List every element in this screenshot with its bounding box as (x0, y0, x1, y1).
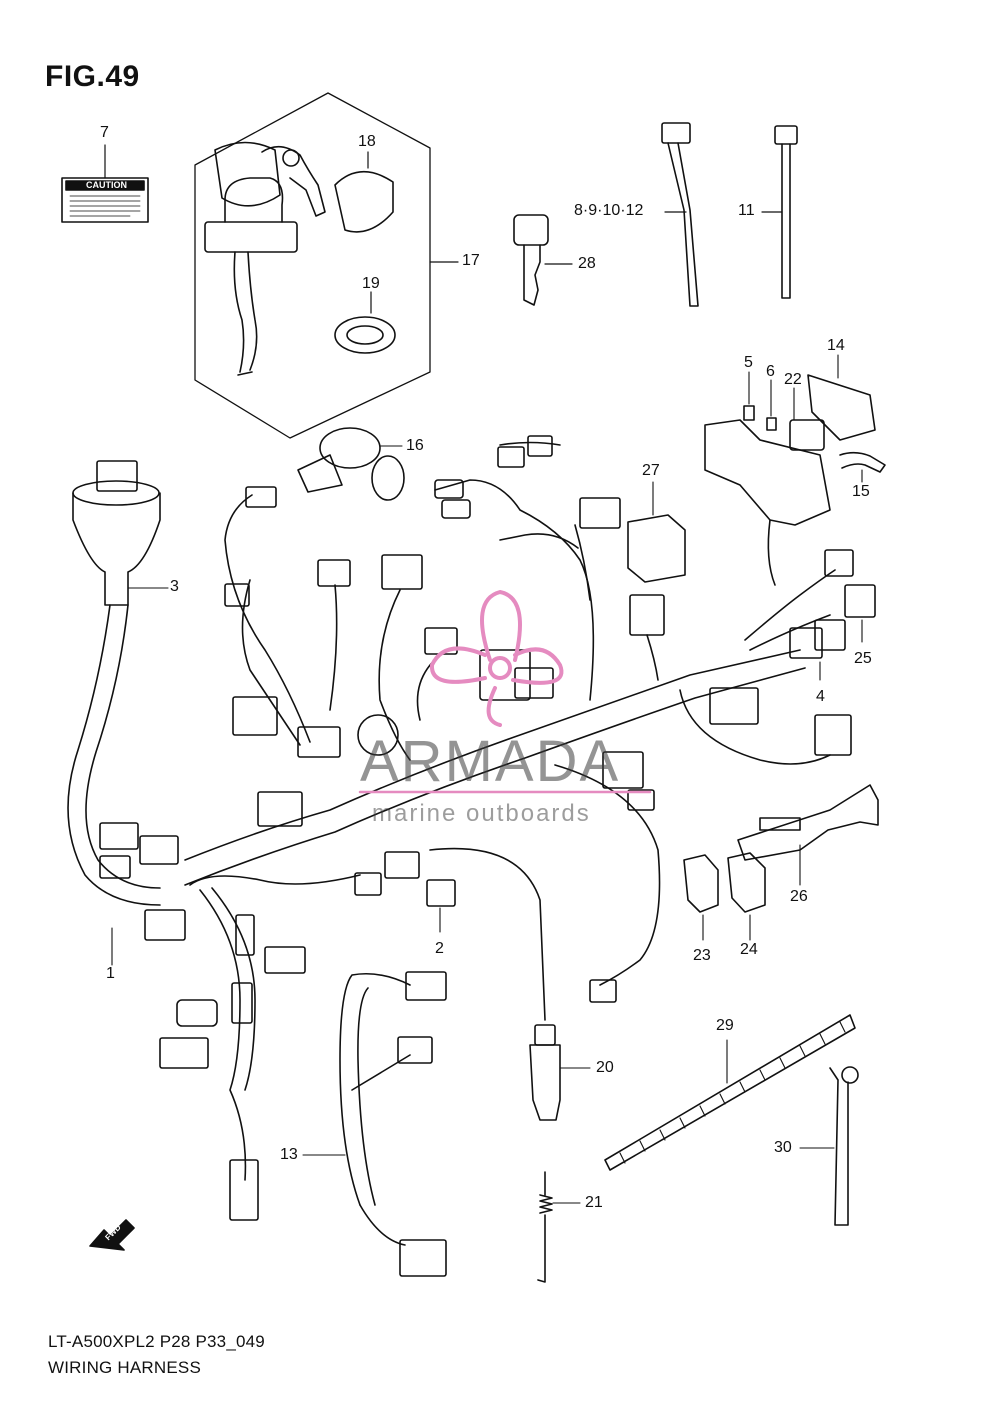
watermark-tagline: marine outboards (372, 800, 591, 827)
key (513, 214, 573, 306)
main-harness (67, 435, 876, 1021)
callout-18: 18 (358, 133, 376, 150)
callout-11: 11 (738, 202, 755, 219)
callout-27: 27 (642, 462, 660, 479)
clip-23 (683, 854, 719, 941)
callout-29: 29 (716, 1017, 734, 1034)
callout-13: 13 (280, 1146, 298, 1163)
sensor-20 (529, 1024, 591, 1121)
callout-22: 22 (784, 371, 802, 388)
callout-28: 28 (578, 255, 596, 272)
cable-tie-11 (761, 125, 798, 299)
figure-name: WIRING HARNESS (48, 1358, 201, 1377)
callout-17: 17 (462, 252, 480, 269)
ignition-switch-assembly (194, 92, 459, 439)
callout-30: 30 (774, 1139, 792, 1156)
callout-23: 23 (693, 947, 711, 964)
clamp-tie-30 (799, 1066, 859, 1226)
corrugated-tube (604, 1014, 856, 1171)
callout-20: 20 (596, 1059, 614, 1076)
cable-tie-8-12 (661, 122, 699, 307)
accessory-socket (297, 427, 405, 501)
bracket-26 (737, 784, 879, 886)
clip-24 (727, 852, 766, 941)
spring-21 (537, 1171, 581, 1283)
sub-harness-13 (302, 971, 447, 1277)
callout-3: 3 (170, 578, 179, 595)
figure-title: FIG.49 (45, 60, 140, 93)
caution-label (61, 144, 149, 223)
fuse-box (704, 354, 886, 586)
callout-14: 14 (827, 337, 845, 354)
callout-16: 16 (406, 437, 424, 454)
callout-4: 4 (816, 688, 825, 705)
watermark-brand: ARMADA (360, 729, 621, 794)
callout-2: 2 (435, 940, 444, 957)
callout-21: 21 (585, 1194, 603, 1211)
connector-2 (426, 879, 456, 933)
fwd-arrow-icon (89, 1219, 135, 1251)
caution-label-text: CAUTION (86, 180, 127, 190)
callout-8-12: 8·9·10·12 (574, 202, 644, 219)
callout-19: 19 (362, 275, 380, 292)
figure-code: LT-A500XPL2 P28 P33_049 (48, 1332, 265, 1351)
callout-26: 26 (790, 888, 808, 905)
callout-5: 5 (744, 354, 753, 371)
watermark-propeller-icon (429, 590, 564, 727)
callout-7: 7 (100, 124, 109, 141)
lower-left-harness (159, 887, 306, 1221)
callout-1: 1 (106, 965, 115, 982)
callout-15: 15 (852, 483, 870, 500)
callout-24: 24 (740, 941, 758, 958)
callout-25: 25 (854, 650, 872, 667)
relay-27 (627, 481, 686, 583)
callout-6: 6 (766, 363, 775, 380)
